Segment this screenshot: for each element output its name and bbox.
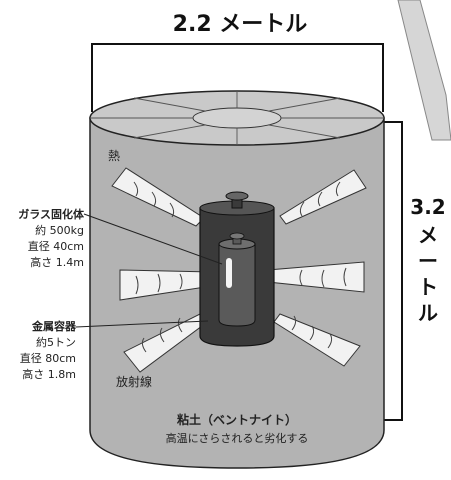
ray-lower-right (273, 313, 361, 367)
width-dimension: 2.2 メートル (91, 12, 384, 112)
metal-label-title: 金属容器 (31, 319, 77, 333)
metal-label-diameter: 直径 80cm (20, 351, 76, 365)
width-label: 2.2 メートル (173, 12, 308, 37)
glass-vitrified-body (218, 232, 256, 327)
glass-body (218, 243, 256, 327)
height-label-number: 3.2 (410, 195, 445, 219)
heat-label: 熱 (108, 149, 120, 163)
clay-label: 粘土（ベントナイト） 高温にさらされると劣化する (166, 412, 309, 445)
glass-label-title: ガラス固化体 (18, 207, 85, 221)
glass-label-height: 高さ 1.4m (30, 255, 84, 269)
clay-top-segments (90, 91, 384, 145)
metal-container-handle (225, 191, 249, 201)
clay-label-subtitle: 高温にさらされると劣化する (166, 431, 309, 445)
clay-label-title: 粘土（ベントナイト） (177, 412, 297, 427)
glass-body-highlight (226, 258, 232, 288)
height-label-unit-1: メ (418, 223, 438, 247)
height-label-unit-4: ル (418, 301, 438, 325)
metal-label-height: 高さ 1.8m (22, 367, 76, 381)
glass-label-diameter: 直径 40cm (28, 239, 84, 253)
height-label-unit-2: ー (418, 249, 438, 273)
metal-label-weight: 約5トン (36, 335, 76, 349)
glass-label: ガラス固化体 約 500kg 直径 40cm 高さ 1.4m (18, 207, 85, 269)
radiation-label: 放射線 (116, 374, 152, 389)
height-label-unit-3: ト (418, 275, 438, 299)
glass-label-weight: 約 500kg (35, 223, 84, 237)
clay-top-inner-ring (192, 107, 282, 129)
glass-body-cap (229, 232, 245, 240)
ray-upper-right (279, 169, 367, 225)
height-dimension: 3.2 メ ー ト ル (383, 121, 446, 421)
ray-arc-marks (133, 181, 347, 353)
metal-label: 金属容器 約5トン 直径 80cm 高さ 1.8m (20, 319, 77, 381)
background-pipe (397, 0, 451, 141)
radiation-rays (111, 167, 367, 373)
leader-lines (75, 213, 223, 328)
